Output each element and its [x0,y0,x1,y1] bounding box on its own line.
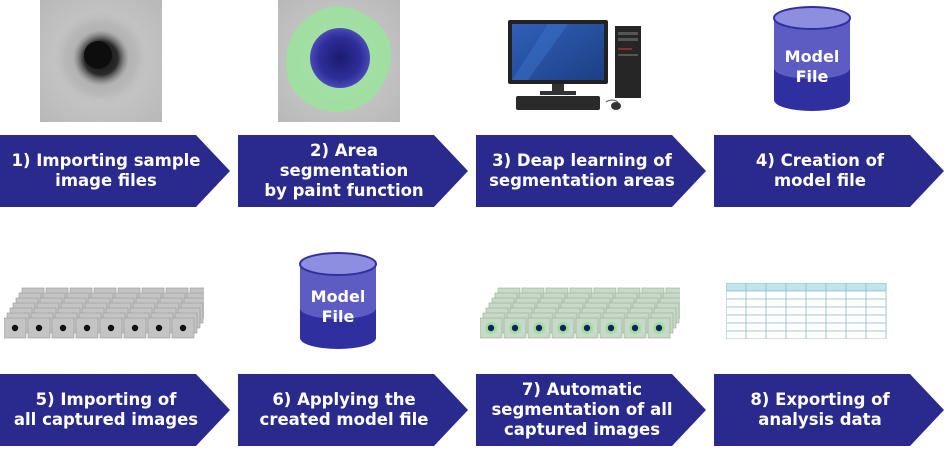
step-7-label: 7) Automatic segmentation of all capture… [491,379,673,440]
desktop-computer-icon [508,18,648,112]
step-6-label: 6) Applying the created model file [259,389,429,429]
step-5-label: 5) Importing of all captured images [13,389,199,429]
step-4-label: 4) Creation of model file [755,150,885,190]
image-stack-icon [3,280,213,344]
model-label-line2: File [796,67,829,86]
step-4-arrow: 4) Creation of model file [714,135,944,207]
painted-segmentation-image [278,0,400,122]
step-1-label: 1) Importing sample image files [11,150,201,190]
step-3-arrow: 3) Deap learning of segmentation areas [476,135,706,207]
step-2-label: 2) Area segmentation by paint function [264,140,424,201]
step-6-arrow: 6) Applying the created model file [238,374,468,446]
step-2-arrow: 2) Area segmentation by paint function [238,135,468,207]
data-table-icon [725,282,888,340]
step-8-arrow: 8) Exporting of analysis data [714,374,944,446]
model-label-line1-2: Model [311,287,366,306]
model-file-cylinder-icon-2: Model File [298,252,378,352]
step-7-arrow: 7) Automatic segmentation of all capture… [476,374,706,446]
model-label-line2-2: File [322,307,355,326]
step-3-label: 3) Deap learning of segmentation areas [489,150,675,190]
model-label-line1: Model [785,47,840,66]
sample-microscope-image [40,0,162,122]
step-8-label: 8) Exporting of analysis data [750,389,890,429]
step-5-arrow: 5) Importing of all captured images [0,374,230,446]
step-1-arrow: 1) Importing sample image files [0,135,230,207]
segmented-image-stack-icon [479,280,689,344]
model-file-cylinder-icon: Model File [772,6,852,114]
